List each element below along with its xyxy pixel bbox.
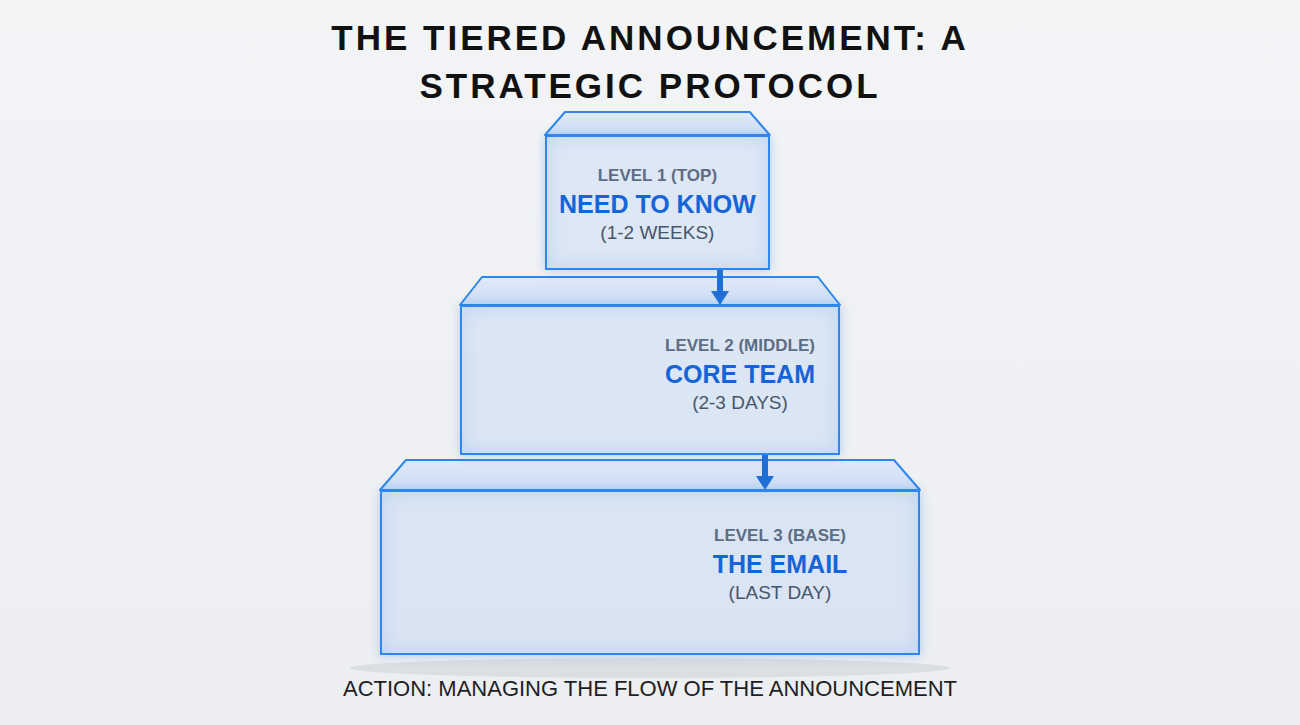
tier-text: LEVEL 3 (BASE)THE EMAIL(LAST DAY)	[713, 524, 848, 606]
top-face	[545, 112, 770, 135]
tier-timing: (1-2 WEEKS)	[600, 220, 714, 246]
top-face	[380, 460, 920, 490]
tier-box: LEVEL 3 (BASE)THE EMAIL(LAST DAY)	[380, 490, 920, 655]
tier-level: LEVEL 2 (MIDDLE)	[665, 334, 815, 358]
top-face	[460, 277, 840, 305]
title: THE TIERED ANNOUNCEMENT: A STRATEGIC PRO…	[290, 14, 1010, 110]
arrow-shaft	[717, 270, 723, 291]
tier-heading: CORE TEAM	[665, 358, 815, 390]
tier-box: LEVEL 2 (MIDDLE)CORE TEAM(2-3 DAYS)	[460, 305, 840, 455]
tier-box: LEVEL 1 (TOP)NEED TO KNOW(1-2 WEEKS)	[545, 135, 770, 270]
tier-timing: (2-3 DAYS)	[692, 390, 788, 416]
tier-heading: THE EMAIL	[713, 548, 848, 580]
tier-level: LEVEL 1 (TOP)	[598, 164, 717, 188]
tier-heading: NEED TO KNOW	[559, 188, 756, 220]
arrow-head	[756, 476, 774, 490]
caption: ACTION: MANAGING THE FLOW OF THE ANNOUNC…	[0, 676, 1300, 702]
tier-level: LEVEL 3 (BASE)	[714, 524, 846, 548]
arrow-head	[711, 291, 729, 305]
tier-timing: (LAST DAY)	[729, 580, 832, 606]
arrow-shaft	[762, 455, 768, 476]
tier-text: LEVEL 1 (TOP)NEED TO KNOW(1-2 WEEKS)	[559, 164, 756, 246]
tier-text: LEVEL 2 (MIDDLE)CORE TEAM(2-3 DAYS)	[665, 334, 815, 416]
shadow	[350, 658, 950, 678]
flow-arrow	[711, 270, 729, 305]
flow-arrow	[756, 455, 774, 490]
